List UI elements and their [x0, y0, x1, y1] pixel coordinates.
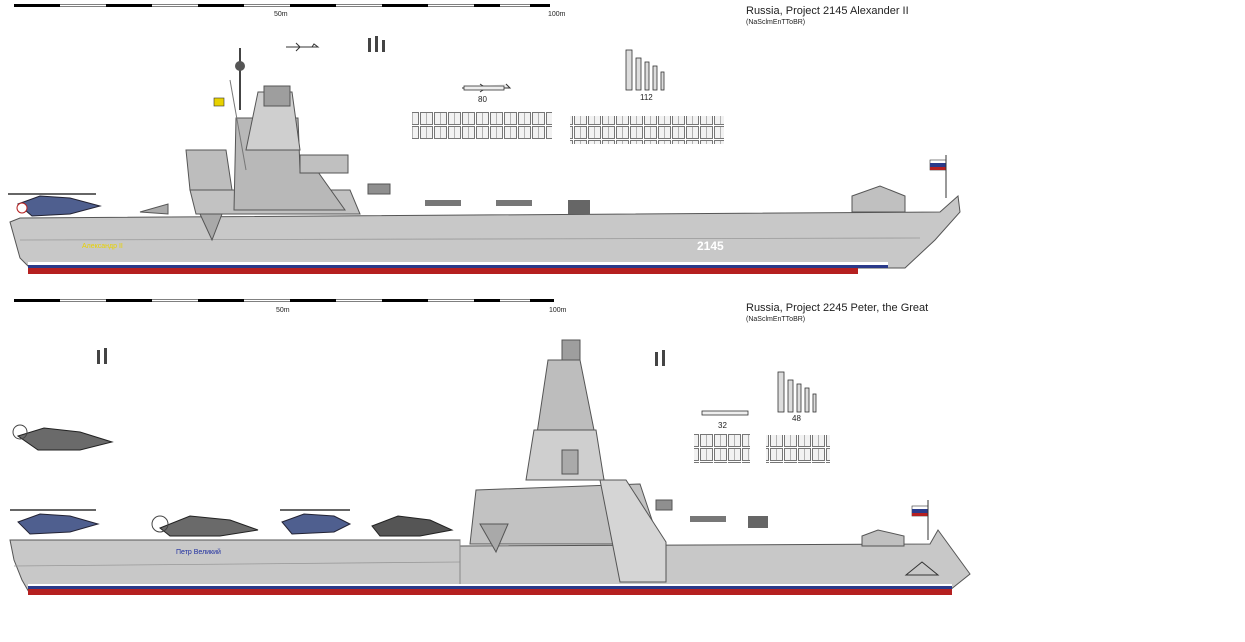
- helicopters-2: [10, 424, 454, 537]
- helicopter-deck-2: [151, 515, 259, 537]
- missile-icon: [104, 348, 107, 364]
- sam-missile-icon: [660, 71, 665, 91]
- missile-icon: [97, 350, 100, 364]
- sam-missile-icon: [777, 371, 785, 413]
- sam-missile-count-2: 48: [792, 414, 801, 423]
- scale-bar-1: 50m 100m: [14, 4, 566, 18]
- hull-name-1: Александр II: [82, 243, 123, 250]
- scale-mid-label-1: 50m: [274, 11, 288, 18]
- ship-1-credit: (NaSclmEnTToBR): [746, 19, 805, 26]
- helicopter-deck-1: [10, 509, 100, 535]
- ship-1-title: Russia, Project 2145 Alexander II: [746, 5, 909, 17]
- helicopter-deck-4: [371, 515, 454, 537]
- sam-missile-icon: [644, 61, 650, 91]
- helicopter-1: [8, 193, 102, 217]
- hull-name-2: Петр Великий: [176, 548, 221, 556]
- ship-2-hull: Петр Великий: [9, 529, 971, 595]
- sam-missile-icon: [787, 379, 794, 413]
- missile-icon: [375, 36, 378, 52]
- cruise-missile-icon: [701, 410, 749, 416]
- hull-number-1: 2145: [697, 239, 724, 253]
- sam-missile-icon: [804, 387, 810, 413]
- ship-2-superstructure: [469, 339, 929, 583]
- sam-missile-icon: [625, 49, 633, 91]
- sam-missile-count-1: 112: [640, 93, 653, 102]
- vls-cells-sam-1: [570, 116, 724, 144]
- missile-icon: [286, 42, 320, 52]
- ship-2-credit: (NaSclmEnTToBR): [746, 316, 805, 323]
- missile-icon: [662, 350, 665, 366]
- cruise-missile-count-1: 80: [478, 95, 487, 104]
- ship-1-superstructure: [139, 48, 947, 242]
- sam-missile-icon: [812, 393, 817, 413]
- missile-icon: [655, 352, 658, 366]
- scale-end-label-2: 100m: [549, 307, 567, 314]
- missile-icon: [368, 38, 371, 52]
- weapons-legend-2: 32 48: [97, 348, 830, 463]
- ship-2: 50m 100m Russia, Project 2245 Peter, the…: [9, 299, 971, 595]
- ship-1: 50m 100m Russia, Project 2145 Alexander …: [8, 4, 961, 274]
- scale-end-label-1: 100m: [548, 11, 566, 18]
- helicopter-deck-3: [280, 509, 352, 535]
- weapons-legend-1: 80 112: [286, 36, 724, 144]
- sam-missile-icon: [652, 65, 658, 91]
- ship-2-title: Russia, Project 2245 Peter, the Great: [746, 302, 928, 314]
- missile-icon: [382, 40, 385, 52]
- helicopter-flying: [12, 424, 114, 451]
- sam-missile-icon: [635, 57, 642, 91]
- vls-cells-cruise-2: [694, 433, 750, 463]
- flag-icon: [213, 97, 225, 107]
- vls-cells-cruise-1: [412, 112, 552, 140]
- cruise-missile-count-2: 32: [718, 421, 727, 430]
- scale-bar-2: 50m 100m: [14, 299, 567, 314]
- vls-cells-sam-2: [766, 435, 830, 463]
- ship-1-hull: Александр II 2145: [9, 194, 961, 274]
- scale-mid-label-2: 50m: [276, 307, 290, 314]
- sam-missile-icon: [796, 383, 802, 413]
